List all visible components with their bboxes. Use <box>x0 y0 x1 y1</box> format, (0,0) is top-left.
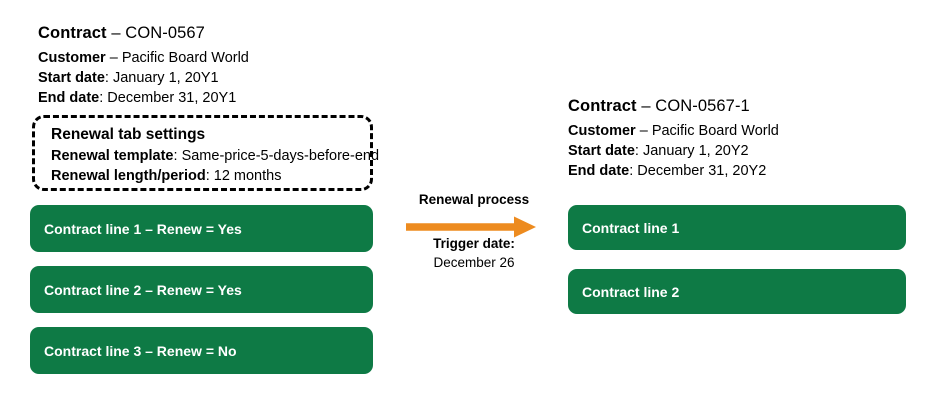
target-detail-end-date: End date: December 31, 20Y2 <box>568 161 779 181</box>
target-contract-title-separator: – <box>636 97 656 115</box>
target-detail-end-date-label: End date <box>568 163 630 179</box>
renewal-template-label: Renewal template <box>51 148 174 164</box>
source-contract-details: Customer – Pacific Board World Start dat… <box>38 48 249 108</box>
target-detail-customer-label: Customer <box>568 123 636 139</box>
source-detail-start-date: Start date: January 1, 20Y1 <box>38 68 249 88</box>
source-contract-line-2-label: Contract line 2 – Renew = Yes <box>44 281 242 298</box>
renewal-template-separator: : <box>173 148 182 164</box>
trigger-date-label: Trigger date: <box>433 236 515 251</box>
target-contract-line-1-label: Contract line 1 <box>582 219 680 236</box>
target-detail-customer-value: Pacific Board World <box>651 123 779 139</box>
target-detail-end-date-separator: : <box>629 163 638 179</box>
target-contract-title-value: CON-0567-1 <box>655 97 750 115</box>
source-detail-customer-separator: – <box>105 50 122 66</box>
source-detail-customer: Customer – Pacific Board World <box>38 48 249 68</box>
source-contract-title-separator: – <box>106 24 126 42</box>
right-arrow-icon <box>406 216 536 238</box>
source-contract-title-label: Contract <box>38 24 107 42</box>
target-contract-container <box>0 396 391 409</box>
target-contract-details: Customer – Pacific Board World Start dat… <box>568 121 779 181</box>
renewal-length-label: Renewal length/period <box>51 168 206 184</box>
target-detail-start-date-separator: : <box>634 143 643 159</box>
target-detail-customer-separator: – <box>635 123 652 139</box>
source-detail-end-date: End date: December 31, 20Y1 <box>38 88 249 108</box>
renewal-length-row: Renewal length/period: 12 months <box>51 166 379 186</box>
target-detail-end-date-value: December 31, 20Y2 <box>637 163 767 179</box>
source-contract-line-1: Contract line 1 – Renew = Yes <box>30 205 373 252</box>
renewal-tab-settings-box: Renewal tab settings Renewal template: S… <box>32 115 379 191</box>
source-detail-customer-label: Customer <box>38 50 106 66</box>
target-detail-customer: Customer – Pacific Board World <box>568 121 779 141</box>
source-detail-start-date-separator: : <box>104 70 113 86</box>
target-contract-title: Contract – CON-0567-1 <box>568 95 750 117</box>
source-contract-line-3: Contract line 3 – Renew = No <box>30 327 373 374</box>
renewal-tab-settings-rows: Renewal template: Same-price-5-days-befo… <box>51 146 379 186</box>
renewal-template-row: Renewal template: Same-price-5-days-befo… <box>51 146 379 166</box>
source-contract-line-3-label: Contract line 3 – Renew = No <box>44 342 237 359</box>
source-detail-customer-value: Pacific Board World <box>121 50 249 66</box>
target-contract-line-2: Contract line 2 <box>568 269 906 314</box>
renewal-length-value: 12 months <box>213 168 282 184</box>
renewal-tab-settings-title: Renewal tab settings <box>51 126 206 143</box>
target-contract-line-2-label: Contract line 2 <box>582 283 680 300</box>
renewal-process-label: Renewal process <box>418 192 530 207</box>
source-detail-end-date-separator: : <box>99 90 108 106</box>
renewal-length-separator: : <box>205 168 214 184</box>
target-detail-start-date: Start date: January 1, 20Y2 <box>568 141 779 161</box>
source-detail-start-date-value: January 1, 20Y1 <box>112 70 219 86</box>
source-contract-line-1-label: Contract line 1 – Renew = Yes <box>44 220 242 237</box>
target-detail-start-date-value: January 1, 20Y2 <box>642 143 749 159</box>
source-contract-title: Contract – CON-0567 <box>38 22 205 44</box>
trigger-date-value: December 26 <box>433 255 515 270</box>
renewal-template-value: Same-price-5-days-before-end <box>181 148 380 164</box>
target-detail-start-date-label: Start date <box>568 143 635 159</box>
source-detail-start-date-label: Start date <box>38 70 105 86</box>
source-contract-title-value: CON-0567 <box>125 24 205 42</box>
source-detail-end-date-label: End date <box>38 90 100 106</box>
target-contract-line-1: Contract line 1 <box>568 205 906 250</box>
source-contract-line-2: Contract line 2 – Renew = Yes <box>30 266 373 313</box>
trigger-date-block: Trigger date: December 26 <box>406 234 542 272</box>
target-contract-title-label: Contract <box>568 97 637 115</box>
source-detail-end-date-value: December 31, 20Y1 <box>107 90 237 106</box>
